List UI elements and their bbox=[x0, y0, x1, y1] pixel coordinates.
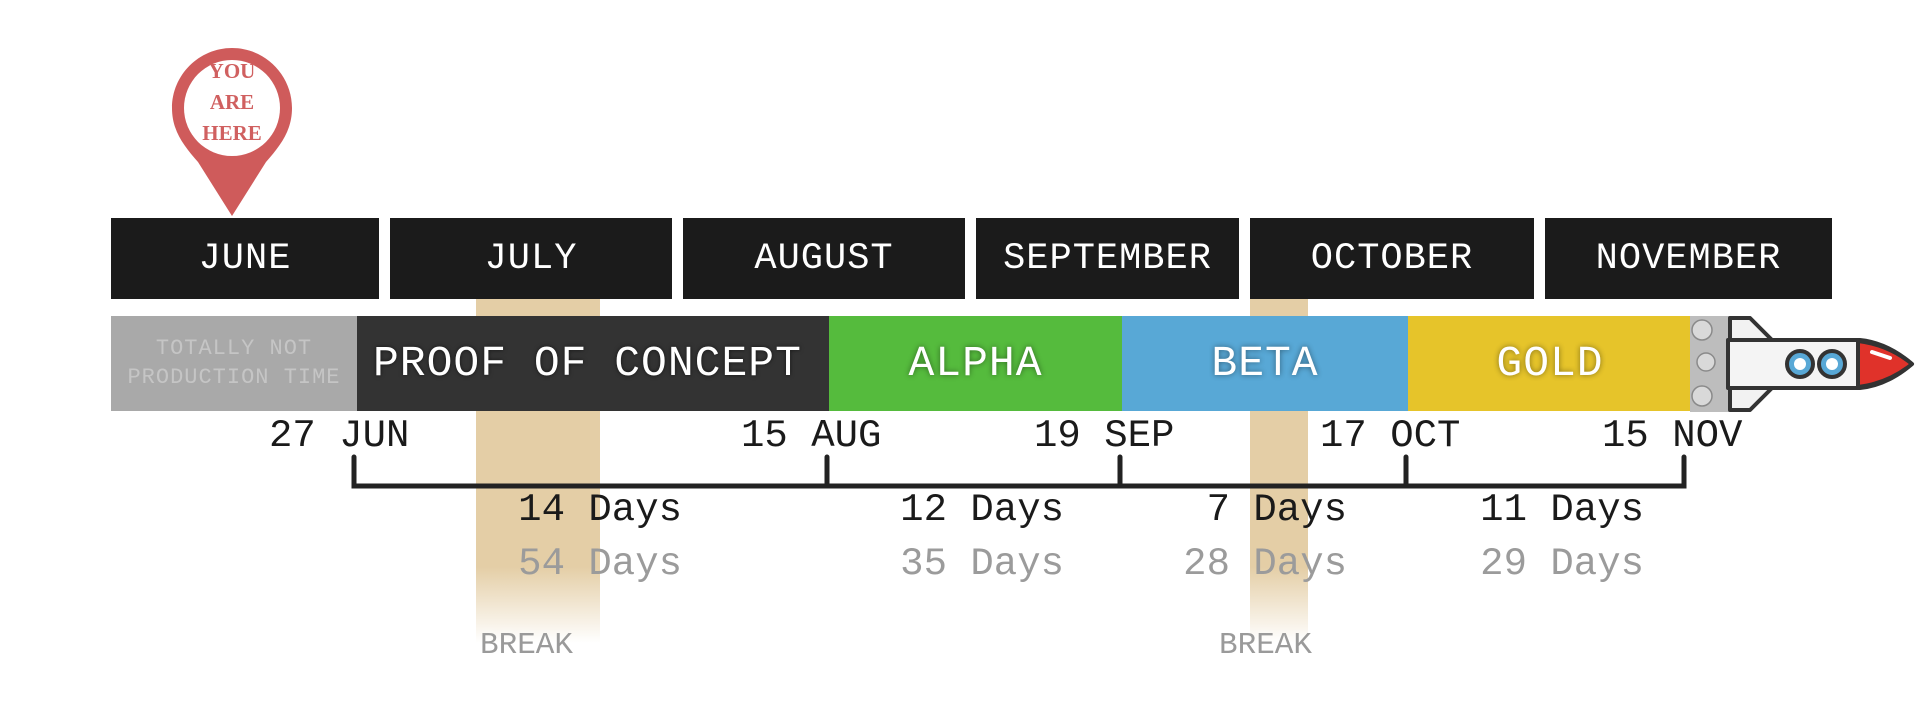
location-pin-icon bbox=[172, 48, 292, 216]
phase-beta: BETA bbox=[1122, 316, 1408, 411]
phase-gold: GOLD bbox=[1408, 316, 1692, 411]
month-september: SEPTEMBER bbox=[976, 218, 1239, 299]
duration-work-4: 11 Days bbox=[1480, 488, 1644, 532]
month-october: OCTOBER bbox=[1250, 218, 1534, 299]
phase-pre-line2: PRODUCTION TIME bbox=[127, 364, 341, 390]
pin-line-are: ARE bbox=[209, 90, 255, 114]
duration-work-3: 7 Days bbox=[1206, 488, 1347, 532]
phase-pre-production: TOTALLY NOT PRODUCTION TIME bbox=[111, 316, 357, 411]
pin-line-you: YOU bbox=[208, 59, 256, 83]
month-august: AUGUST bbox=[683, 218, 965, 299]
duration-work-2: 12 Days bbox=[900, 488, 1064, 532]
date-27-jun: 27 JUN bbox=[269, 414, 410, 458]
phase-alpha: ALPHA bbox=[829, 316, 1122, 411]
phase-proof-of-concept: PROOF OF CONCEPT bbox=[357, 316, 829, 411]
date-19-sep: 19 SEP bbox=[1034, 414, 1175, 458]
month-july: JULY bbox=[390, 218, 672, 299]
rocket-icon bbox=[1690, 316, 1914, 412]
date-15-nov: 15 NOV bbox=[1602, 414, 1743, 458]
duration-total-2: 35 Days bbox=[900, 542, 1064, 586]
duration-total-4: 29 Days bbox=[1480, 542, 1644, 586]
break-label-october: BREAK bbox=[1219, 628, 1313, 663]
month-june: JUNE bbox=[111, 218, 379, 299]
duration-total-3: 28 Days bbox=[1183, 542, 1347, 586]
pin-line-here: HERE bbox=[202, 121, 262, 145]
duration-total-1: 54 Days bbox=[518, 542, 682, 586]
break-label-july: BREAK bbox=[480, 628, 574, 663]
date-17-oct: 17 OCT bbox=[1320, 414, 1461, 458]
phase-pre-line1: TOTALLY NOT bbox=[155, 335, 313, 361]
month-november: NOVEMBER bbox=[1545, 218, 1832, 299]
pin-label: YOU ARE HERE bbox=[192, 56, 272, 149]
date-15-aug: 15 AUG bbox=[741, 414, 882, 458]
duration-work-1: 14 Days bbox=[518, 488, 682, 532]
